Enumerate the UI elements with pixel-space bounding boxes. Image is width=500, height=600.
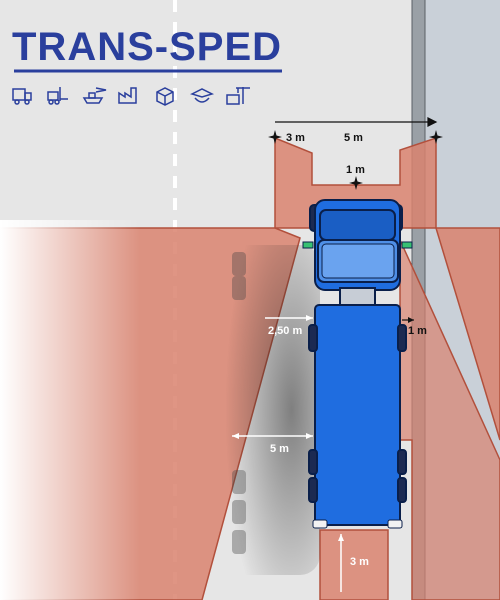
trailer-wheel-l1 [308,324,318,352]
dim-front: 1 m [346,164,365,176]
rear-light-right [387,519,403,529]
trailer-wheel-l3 [308,477,318,503]
right-blind-zone [434,227,500,441]
dim-right: 1 m [408,325,427,337]
package-icon [156,87,174,106]
top-right-star-icon [429,130,443,144]
dim-top-right: 5 m [344,132,363,144]
dimension-lines [268,117,443,323]
trailer-wheel-r3 [397,477,407,503]
dim-left-far: 5 m [270,443,289,455]
truck [302,199,413,529]
customs-officer-icon [189,88,215,103]
cab-roof [319,209,396,241]
top-left-star-icon [268,130,282,144]
logo-wordmark: TRANS-SPED [12,25,282,69]
cab-window [321,243,395,279]
service-icons [12,87,250,106]
cargo-ship-plane-icon [82,87,107,104]
left-fade [0,220,200,600]
warehouse-crane-icon [226,87,250,105]
rear-blind-zone [319,529,389,600]
dim-top-left: 3 m [286,132,305,144]
dim-left-near: 2,50 m [268,325,302,337]
trailer [314,304,401,526]
trans-sped-logo: TRANS-SPED [12,25,282,106]
dimension-lines-white [232,315,344,592]
dim-rear: 3 m [350,556,369,568]
truck-shadow [225,245,320,575]
front-star-icon [349,176,363,190]
rear-light-left [312,519,328,529]
left-mirror [302,241,314,249]
right-mirror [401,241,413,249]
truck-icon [12,88,32,105]
trailer-wheel-r2 [397,449,407,475]
trailer-wheel-r1 [397,324,407,352]
forklift-icon [47,87,68,105]
trailer-wheel-l2 [308,449,318,475]
factory-icon [118,87,137,104]
